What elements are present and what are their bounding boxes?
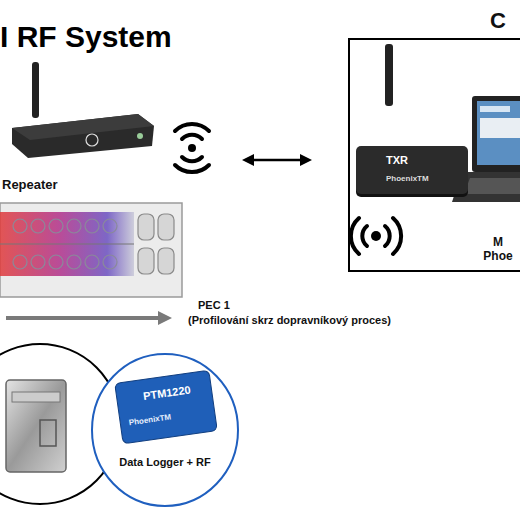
wireless-symbol bbox=[351, 218, 401, 254]
repeater-node: Repeater bbox=[0, 60, 160, 200]
diagram-title: I RF System bbox=[0, 20, 172, 54]
cropped-label: M Phoe bbox=[478, 236, 518, 264]
txr-device: TXR PhoenixTM bbox=[356, 146, 468, 194]
receiver-antenna bbox=[385, 44, 393, 106]
data-logger: PTM1220PhoenixTM bbox=[114, 370, 218, 445]
model-label: PTM1220 bbox=[142, 381, 209, 403]
repeater-device bbox=[12, 62, 154, 158]
circle-label: Data Logger + RF bbox=[104, 456, 226, 469]
oven-illustration bbox=[0, 203, 182, 325]
logger-circle: Data Logger + RF PTM1220PhoenixTM bbox=[90, 352, 240, 508]
wireless-symbol bbox=[175, 124, 209, 172]
cropped-heading: C bbox=[490, 8, 506, 33]
process-label: PEC 1 bbox=[198, 299, 230, 312]
brand-label: PhoenixTM bbox=[386, 174, 456, 183]
brand-label: PhoenixTM bbox=[128, 407, 209, 427]
device-label: TXR bbox=[386, 154, 426, 167]
device-label: Repeater bbox=[2, 178, 82, 193]
receiver-box: M Phoe TXR PhoenixTM bbox=[348, 38, 520, 272]
double-arrow bbox=[242, 154, 312, 166]
process-note: (Profilování skrz dopravníkový proces) bbox=[188, 314, 391, 327]
